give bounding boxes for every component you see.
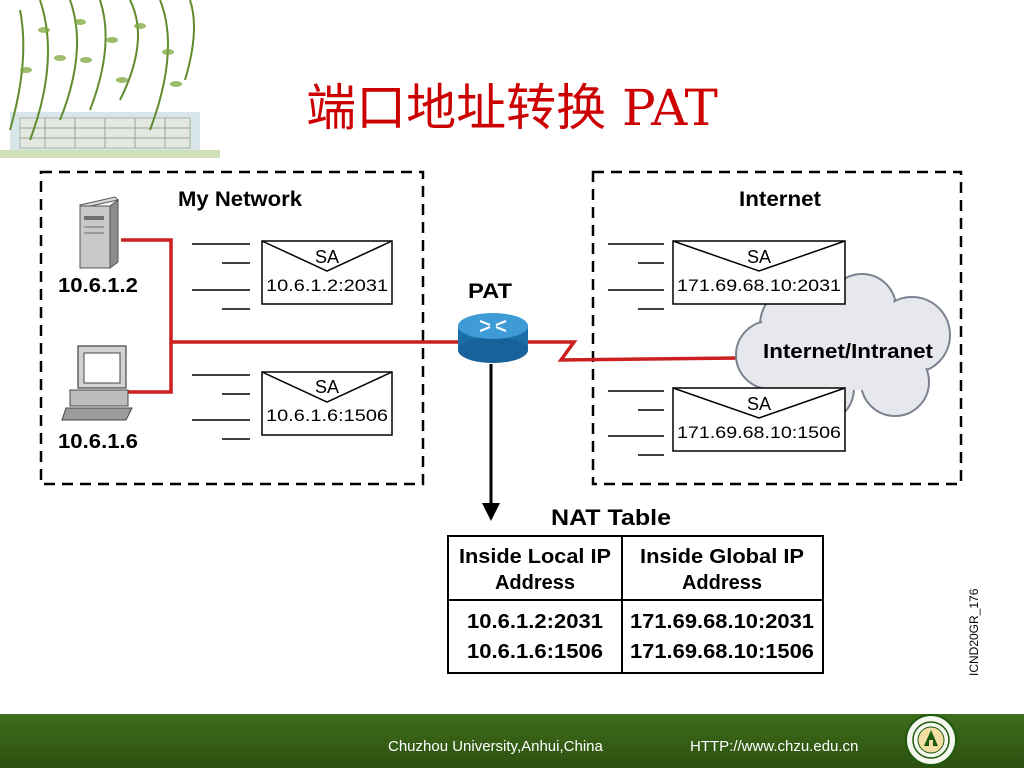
internet-boundary	[591, 170, 963, 486]
nat-table: Inside Local IP Address Inside Global IP…	[447, 535, 824, 674]
link-server-to-lan	[121, 238, 173, 394]
packet-outside-2: SA 171.69.68.10:1506	[672, 387, 846, 452]
packet-inside-2-header: SA	[315, 377, 339, 397]
nat-header-global-line2: Address	[682, 572, 762, 594]
university-seal-icon	[905, 714, 957, 766]
nat-row-1-global: 171.69.68.10:2031	[630, 611, 814, 633]
packet-inside-1: SA 10.6.1.2:2031	[261, 240, 393, 305]
my-network-label: My Network	[178, 188, 302, 211]
nat-header-local-line1: Inside Local IP	[459, 546, 611, 568]
packet-inside-1-address: 10.6.1.2:2031	[266, 276, 388, 295]
motion-lines-outside-2	[608, 390, 664, 456]
router-icon	[458, 313, 528, 363]
nat-header-global-line1: Inside Global IP	[640, 546, 804, 568]
nat-table-title: NAT Table	[551, 505, 671, 530]
nat-row-1-local: 10.6.1.2:2031	[467, 611, 603, 633]
nat-row-2-global: 171.69.68.10:1506	[630, 641, 814, 663]
server-icon	[79, 196, 119, 269]
packet-inside-2-address: 10.6.1.6:1506	[266, 406, 388, 425]
footer-bar: Chuzhou University,Anhui,China HTTP://ww…	[0, 714, 1024, 768]
packet-outside-1: SA 171.69.68.10:2031	[672, 240, 846, 305]
router-label: PAT	[468, 280, 512, 303]
packet-outside-2-address: 171.69.68.10:1506	[677, 423, 841, 442]
motion-lines-inside-1	[192, 243, 250, 310]
my-network-boundary	[39, 170, 425, 486]
campus-willow-image	[0, 0, 220, 158]
packet-inside-1-header: SA	[315, 247, 339, 267]
nat-header-local-line2: Address	[495, 572, 575, 594]
packet-outside-2-header: SA	[747, 394, 771, 414]
slide-title: 端口地址转换 PAT	[306, 79, 718, 137]
figure-code: ICND20GR_176	[967, 588, 981, 676]
motion-lines-outside-1	[608, 243, 664, 310]
pat-diagram: My Network Internet 10.6.1.2 10.6.1.6	[39, 170, 981, 676]
host-2-ip: 10.6.1.6	[58, 431, 138, 453]
host-1-ip: 10.6.1.2	[58, 275, 138, 297]
internet-label: Internet	[739, 188, 821, 211]
packet-outside-1-address: 171.69.68.10:2031	[677, 276, 841, 295]
cloud-label: Internet/Intranet	[763, 341, 933, 363]
pc-icon	[61, 345, 133, 421]
link-router-to-internet	[528, 340, 741, 362]
packet-outside-1-header: SA	[747, 247, 771, 267]
motion-lines-inside-2	[192, 374, 250, 440]
footer-url[interactable]: HTTP://www.chzu.edu.cn	[690, 738, 859, 755]
nat-row-2-local: 10.6.1.6:1506	[467, 641, 603, 663]
footer-university: Chuzhou University,Anhui,China	[388, 738, 603, 755]
packet-inside-2: SA 10.6.1.6:1506	[261, 371, 393, 436]
